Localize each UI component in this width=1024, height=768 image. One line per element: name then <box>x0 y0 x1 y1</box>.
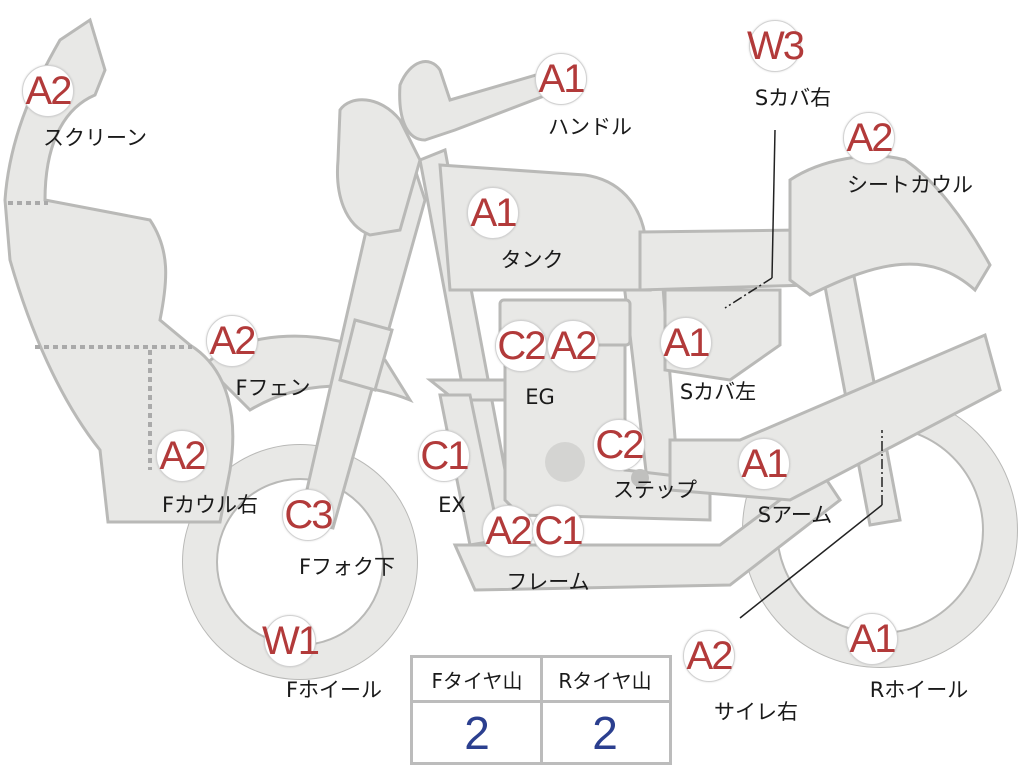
rear-tire-value[interactable]: 2 <box>592 707 618 759</box>
s-cover-r-code-badge: W3 <box>747 20 805 72</box>
s-arm-code-badge: A1 <box>738 438 790 490</box>
f-fork-label: Fフォク下 <box>298 555 396 579</box>
s-arm-label: Sアーム <box>757 503 833 527</box>
seat-shape <box>638 228 812 292</box>
frame-label: フレーム <box>506 570 590 594</box>
headlight-shape <box>335 98 422 237</box>
f-cowl-r-label: Fカウル右 <box>161 493 259 517</box>
handle-label: ハンドル <box>548 115 632 139</box>
frame-code-badge: A2 <box>482 505 534 557</box>
front-tire-value[interactable]: 2 <box>464 707 490 759</box>
fork-upper-shape <box>338 318 394 392</box>
seat-cowl-code-badge: A2 <box>843 112 895 164</box>
s-cover-r-label: Sカバ右 <box>754 86 832 110</box>
ex-label: EX <box>438 493 466 517</box>
s-cover-r-leader <box>771 129 776 279</box>
table-divider-vertical <box>540 658 543 762</box>
r-wheel-code-badge: A1 <box>846 613 898 665</box>
screen-label: スクリーン <box>43 126 147 150</box>
silencer-r-leader <box>739 504 883 619</box>
eg-code-badge-2: A2 <box>547 320 599 372</box>
tank-label: タンク <box>500 248 564 272</box>
seat-cowl-label: シートカウル <box>847 173 973 197</box>
ex-code-badge: C1 <box>418 430 470 482</box>
f-fender-label: Fフェン <box>235 376 311 400</box>
step-code-badge: C2 <box>593 419 645 471</box>
f-wheel-label: Fホイール <box>285 678 383 702</box>
step-label: ステップ <box>613 478 697 502</box>
r-wheel-label: Rホイール <box>869 678 969 702</box>
handle-code-badge: A1 <box>535 53 587 105</box>
frame-code-badge-2: C1 <box>532 505 584 557</box>
front-tire-header: Fタイヤ山 <box>431 668 523 693</box>
rear-tire-header: Rタイヤ山 <box>558 668 652 693</box>
f-fender-code-badge: A2 <box>206 315 258 367</box>
f-wheel-code-badge: W1 <box>262 615 320 667</box>
silencer-r-label: サイレ右 <box>714 700 798 724</box>
screen-cowl-shape <box>3 17 235 524</box>
screen-code-badge: A2 <box>22 65 74 117</box>
silencer-r-code-badge: A2 <box>683 630 735 682</box>
s-cover-l-label: Sカバ左 <box>679 380 757 404</box>
f-cowl-r-code-badge: A2 <box>156 430 208 482</box>
eg-label: EG <box>525 385 555 409</box>
eg-code-badge: C2 <box>495 320 547 372</box>
f-fork-code-badge: C3 <box>282 489 334 541</box>
tire-tread-table: Fタイヤ山 Rタイヤ山 2 2 <box>410 655 672 765</box>
s-cover-r-leader-dash <box>724 277 773 309</box>
s-cover-l-code-badge: A1 <box>660 317 712 369</box>
tank-code-badge: A1 <box>467 187 519 239</box>
